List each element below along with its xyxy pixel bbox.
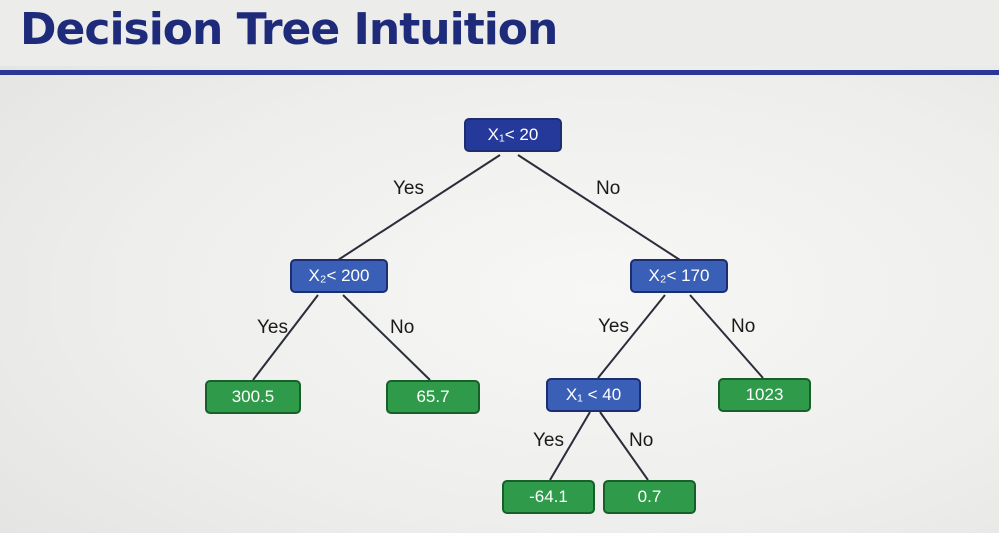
leaf-node-c: 1023	[718, 378, 811, 412]
edge-root-no	[517, 154, 681, 261]
edge-right-no	[689, 294, 764, 379]
leaf-node-c-label: 1023	[745, 385, 784, 404]
leaf-node-d: -64.1	[502, 480, 595, 514]
slide-title: Decision Tree Intuition	[20, 4, 558, 55]
edge-right-yes	[597, 294, 666, 379]
edge-left-no	[342, 294, 431, 381]
node-inner-split-label: X₁ < 40	[565, 385, 622, 404]
node-root: X₁< 20	[464, 118, 562, 152]
node-inner-split: X₁ < 40	[546, 378, 641, 412]
node-root-label: X₁< 20	[487, 125, 539, 144]
edge-label-inner-no: No	[629, 430, 654, 451]
edge-label-left-yes: Yes	[257, 317, 288, 338]
edge-inner-no	[599, 411, 649, 481]
edge-left-yes	[252, 294, 319, 381]
edge-root-yes	[337, 154, 501, 261]
leaf-node-b: 65.7	[386, 380, 480, 414]
edge-label-right-no: No	[731, 316, 756, 337]
edge-label-inner-yes: Yes	[533, 430, 564, 451]
leaf-node-d-label: -64.1	[529, 487, 568, 506]
edge-inner-yes	[549, 411, 591, 481]
leaf-node-e-label: 0.7	[637, 487, 662, 506]
leaf-node-e: 0.7	[603, 480, 696, 514]
edge-label-left-no: No	[390, 317, 415, 338]
node-left-split: X₂< 200	[290, 259, 388, 293]
leaf-node-a: 300.5	[205, 380, 301, 414]
node-right-split: X₂< 170	[630, 259, 728, 293]
node-right-split-label: X₂< 170	[648, 266, 710, 285]
edge-label-right-yes: Yes	[598, 316, 629, 337]
title-bar: Decision Tree Intuition	[0, 0, 999, 66]
node-left-split-label: X₂< 200	[308, 266, 370, 285]
title-underline	[0, 70, 999, 75]
edge-label-root-no: No	[596, 178, 621, 199]
leaf-node-b-label: 65.7	[416, 387, 450, 406]
leaf-node-a-label: 300.5	[231, 387, 275, 406]
edge-label-root-yes: Yes	[393, 178, 424, 199]
